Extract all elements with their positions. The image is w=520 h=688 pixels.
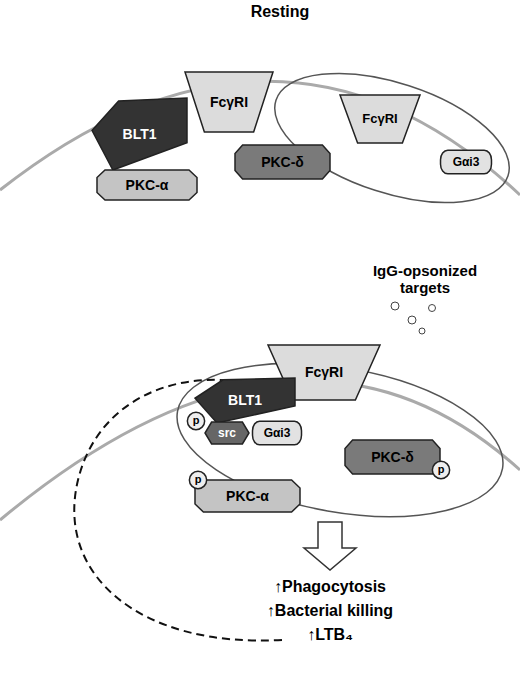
node-text: PKC-δ bbox=[371, 450, 414, 465]
igg-particles bbox=[391, 302, 436, 334]
panel-title: Resting bbox=[200, 3, 360, 21]
stimulus-label: IgG-opsonized targets bbox=[355, 262, 495, 296]
kinase-box: PKC-α bbox=[97, 170, 197, 200]
receptor-blt1: BLT1 bbox=[92, 98, 187, 170]
kinase-box: PKC-δ bbox=[235, 145, 330, 179]
phospho-mark: p bbox=[432, 461, 450, 479]
receptor-fcgr1: FcγRI bbox=[185, 72, 273, 132]
g-protein: Gαi3 bbox=[252, 421, 302, 445]
node-text: src bbox=[218, 427, 236, 440]
kinase-box: PKC-δ bbox=[345, 440, 440, 474]
receptor-fcgr1: FcγRI bbox=[340, 95, 420, 143]
node-text: p bbox=[438, 464, 445, 476]
node-text: FcγRI bbox=[210, 95, 248, 110]
lipid-raft bbox=[165, 340, 515, 539]
node-text: Gαi3 bbox=[264, 427, 291, 440]
node-text: FcγRI bbox=[305, 365, 343, 380]
outcome-label: ↑Phagocytosis bbox=[220, 578, 440, 596]
node-text: PKC-α bbox=[226, 489, 269, 504]
node-text: FcγRI bbox=[362, 112, 397, 126]
kinase-src: src bbox=[205, 422, 249, 444]
node-text: BLT1 bbox=[123, 127, 157, 142]
cell-membrane bbox=[0, 381, 520, 520]
outcome-label: ↑Bacterial killing bbox=[220, 602, 440, 620]
phospho-mark: p bbox=[189, 471, 207, 489]
node-text: Gαi3 bbox=[453, 156, 480, 169]
node-text: PKC-δ bbox=[261, 155, 304, 170]
kinase-box: PKC-α bbox=[195, 480, 300, 512]
hollow-arrow bbox=[304, 522, 356, 570]
phospho-mark: p bbox=[187, 412, 205, 430]
node-text: p bbox=[195, 474, 202, 486]
receptor-blt1: BLT1 bbox=[195, 378, 295, 423]
outcome-label: ↑LTB₄ bbox=[220, 626, 440, 644]
g-protein: Gαi3 bbox=[440, 150, 492, 174]
node-text: PKC-α bbox=[126, 178, 169, 193]
lipid-raft bbox=[259, 48, 520, 228]
node-text: BLT1 bbox=[228, 393, 262, 408]
node-text: p bbox=[193, 415, 200, 427]
